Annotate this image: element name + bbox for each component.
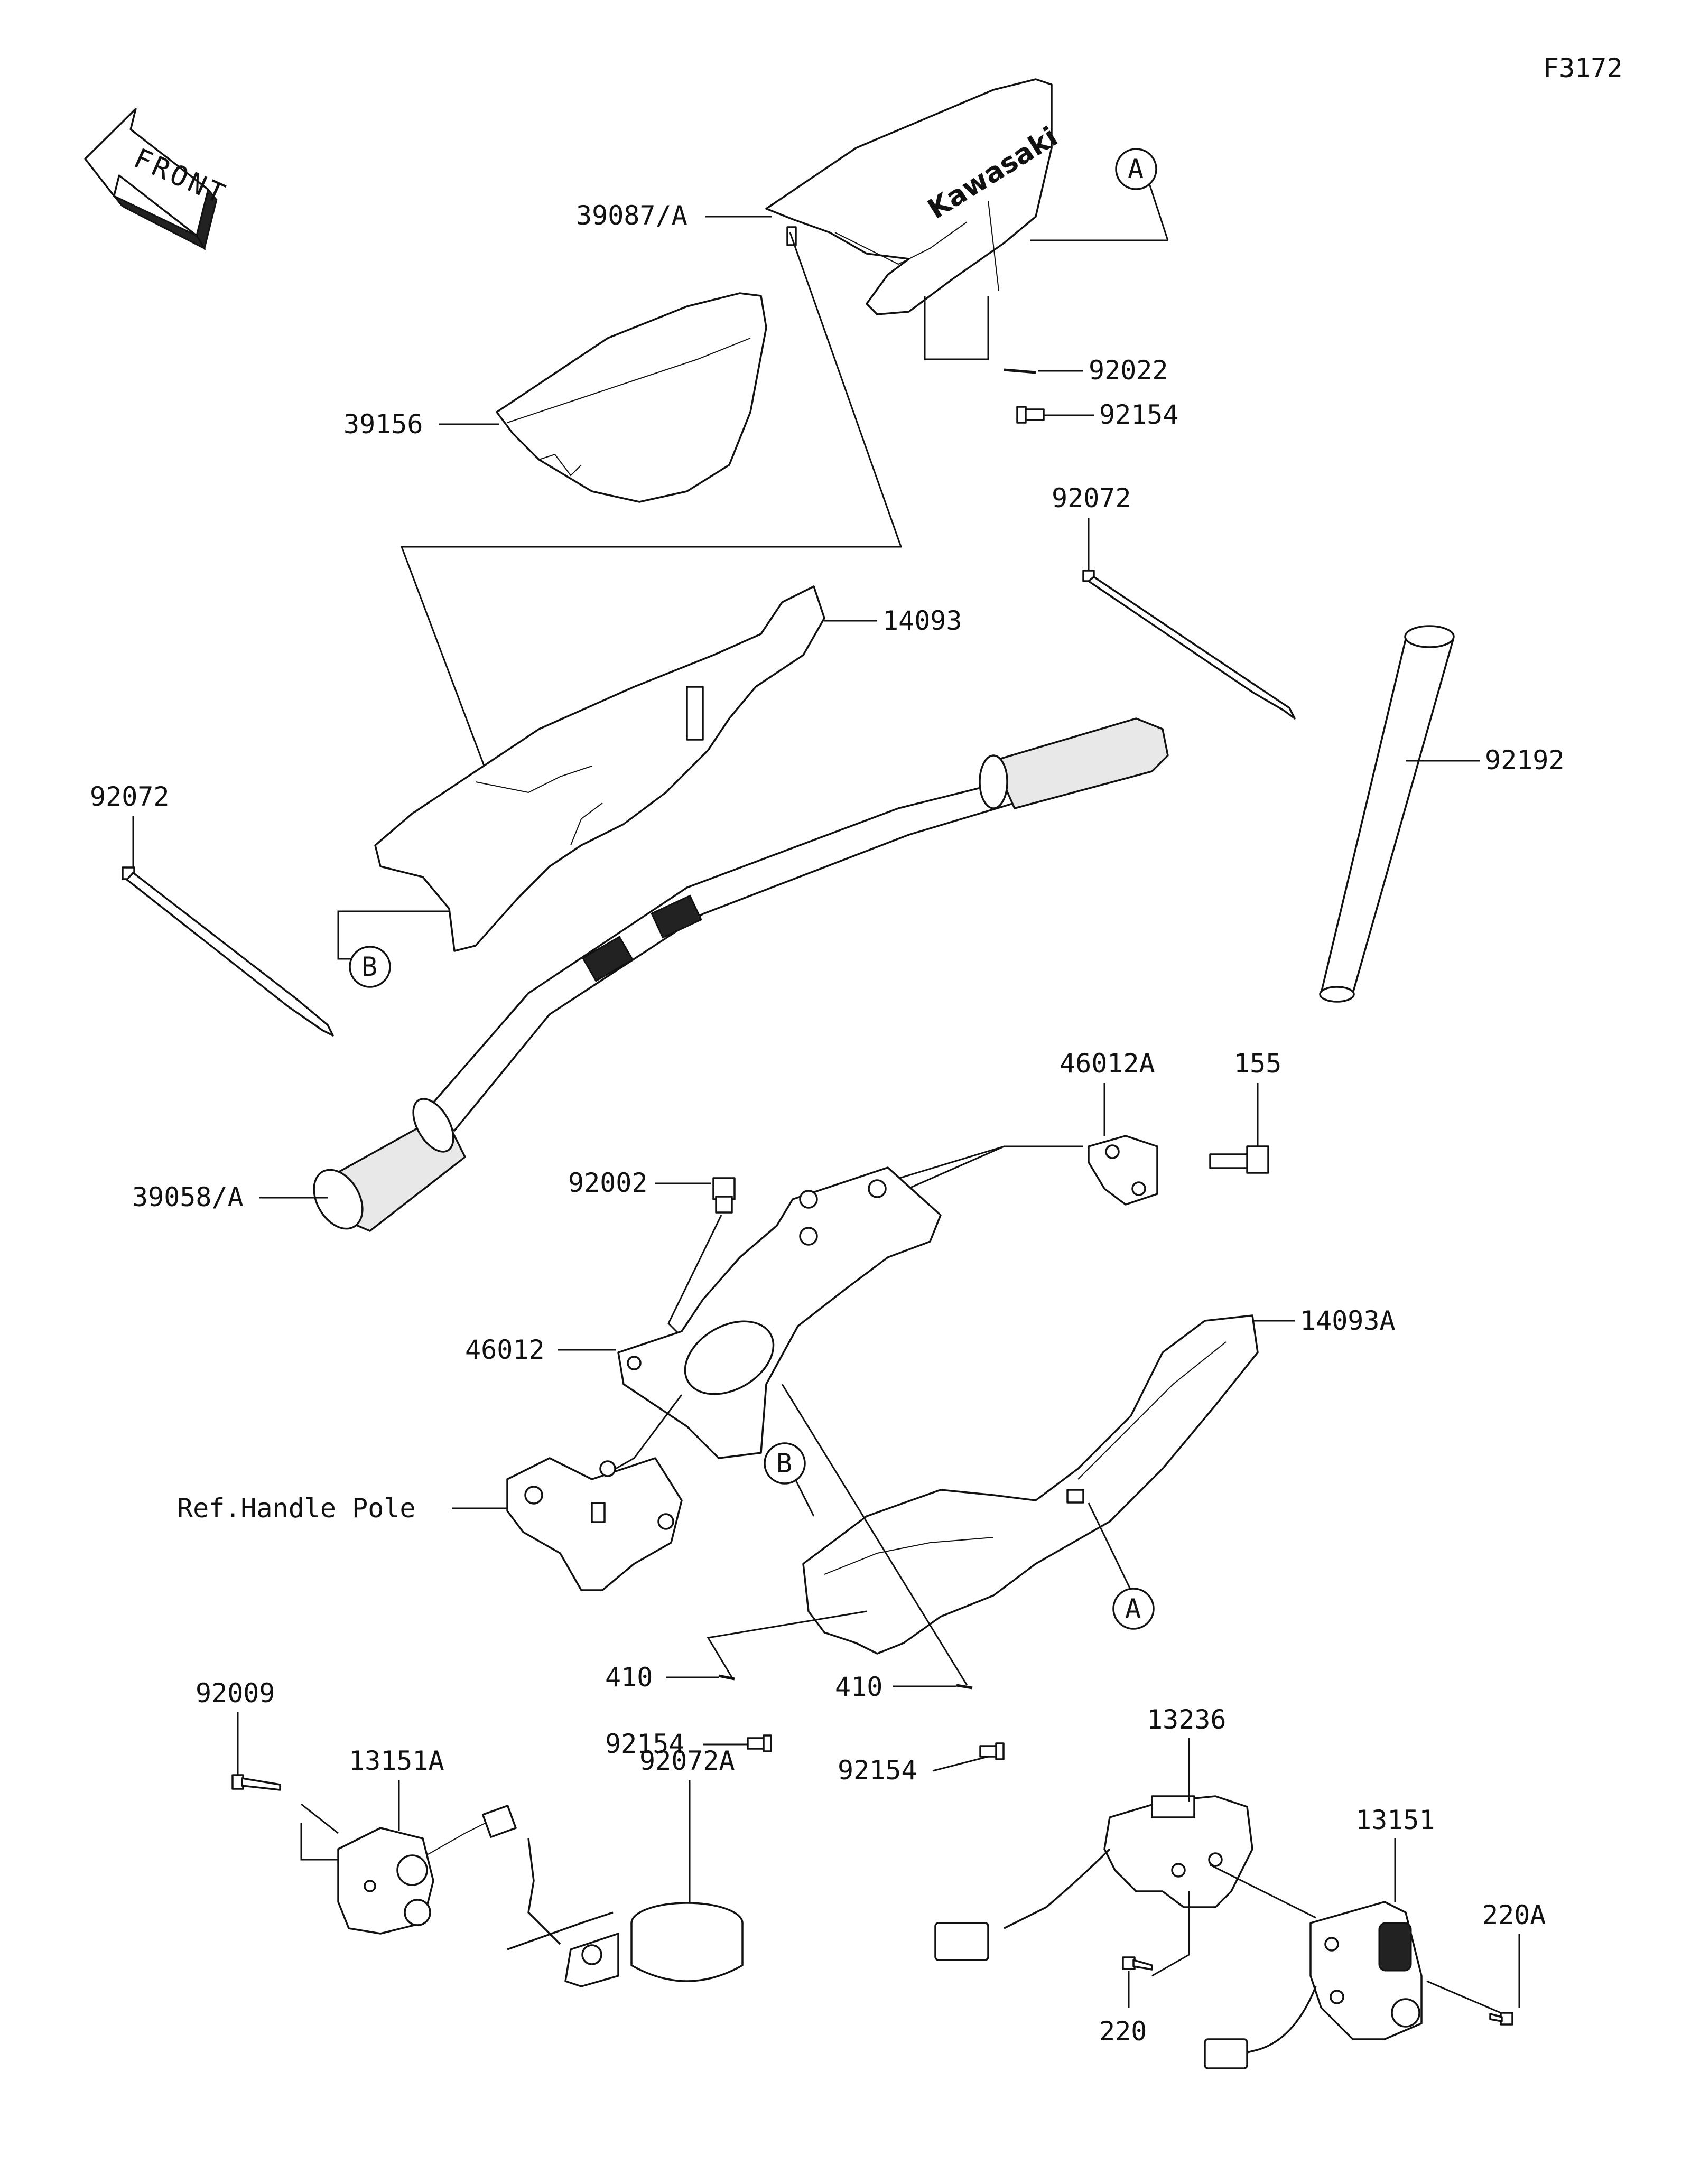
- label-220: 220: [1099, 2016, 1147, 2047]
- part-13151a-switch: [337, 1805, 517, 1935]
- label-92072-right: 92072: [1052, 483, 1131, 514]
- label-39156: 39156: [343, 409, 423, 440]
- part-220a-screw: [1489, 2012, 1513, 2026]
- part-39058a-handlebar: [313, 717, 1169, 1232]
- label-39058a: 39058/A: [132, 1182, 244, 1212]
- part-92072-right-tie: [1082, 570, 1296, 720]
- part-14093a-cover: [802, 1314, 1259, 1655]
- label-220a: 220A: [1482, 1900, 1546, 1930]
- label-39087a: 39087/A: [576, 200, 687, 231]
- label-14093a: 14093A: [1300, 1305, 1396, 1336]
- part-92192-tube: [1319, 625, 1455, 1003]
- label-410-left: 410: [605, 1662, 653, 1693]
- label-92192: 92192: [1485, 745, 1565, 776]
- label-46012: 46012: [465, 1334, 545, 1365]
- label-92154-left: 92154: [605, 1729, 685, 1759]
- part-handle-pole-plate: [506, 1457, 683, 1591]
- screw-92154-right: [979, 1742, 1005, 1760]
- part-220-screw: [1122, 1956, 1153, 1971]
- ref-a-bottom: A: [1125, 1593, 1141, 1624]
- part-39087a-cover: Kawasaki: [765, 78, 1063, 315]
- part-92002-bolt: [712, 1177, 736, 1214]
- label-92072a: 92072A: [639, 1746, 735, 1776]
- label-13236: 13236: [1147, 1704, 1227, 1735]
- part-46012-holder: [617, 1166, 942, 1459]
- part-155-bolt: [1209, 1145, 1269, 1174]
- part-39156-cover: [496, 292, 767, 503]
- figure-code: F3172: [1543, 53, 1623, 83]
- part-14093-cover: [374, 585, 825, 952]
- front-arrow-icon: FRONT: [84, 108, 232, 251]
- ref-b-right: B: [776, 1448, 792, 1479]
- label-410-right: 410: [835, 1672, 882, 1702]
- part-13236-housing: [934, 1795, 1253, 1961]
- part-13151-switch: [1204, 1901, 1423, 2069]
- label-92022-top: 92022: [1089, 355, 1168, 386]
- label-46012a: 46012A: [1060, 1048, 1155, 1079]
- part-46012a-clamp: [1088, 1135, 1158, 1206]
- label-92154-top: 92154: [1099, 399, 1179, 430]
- label-92002: 92002: [568, 1168, 648, 1198]
- part-92009-screw: [231, 1774, 281, 1791]
- label-92154-right: 92154: [838, 1755, 917, 1786]
- part-92072a-clamp: [507, 1838, 744, 1987]
- label-92072-left: 92072: [90, 781, 170, 812]
- label-13151: 13151: [1355, 1805, 1435, 1835]
- label-13151a: 13151A: [349, 1746, 444, 1776]
- label-14093: 14093: [882, 605, 962, 636]
- label-92009: 92009: [196, 1678, 275, 1709]
- screw-92154-left: [747, 1734, 772, 1752]
- ref-b-left: B: [361, 951, 377, 982]
- part-92072-left-tie: [122, 866, 334, 1037]
- label-ref-handle-pole: Ref.Handle Pole: [177, 1493, 416, 1524]
- label-155: 155: [1234, 1048, 1281, 1079]
- screw-92154-top: [1016, 406, 1045, 424]
- ref-a-top: A: [1128, 154, 1144, 184]
